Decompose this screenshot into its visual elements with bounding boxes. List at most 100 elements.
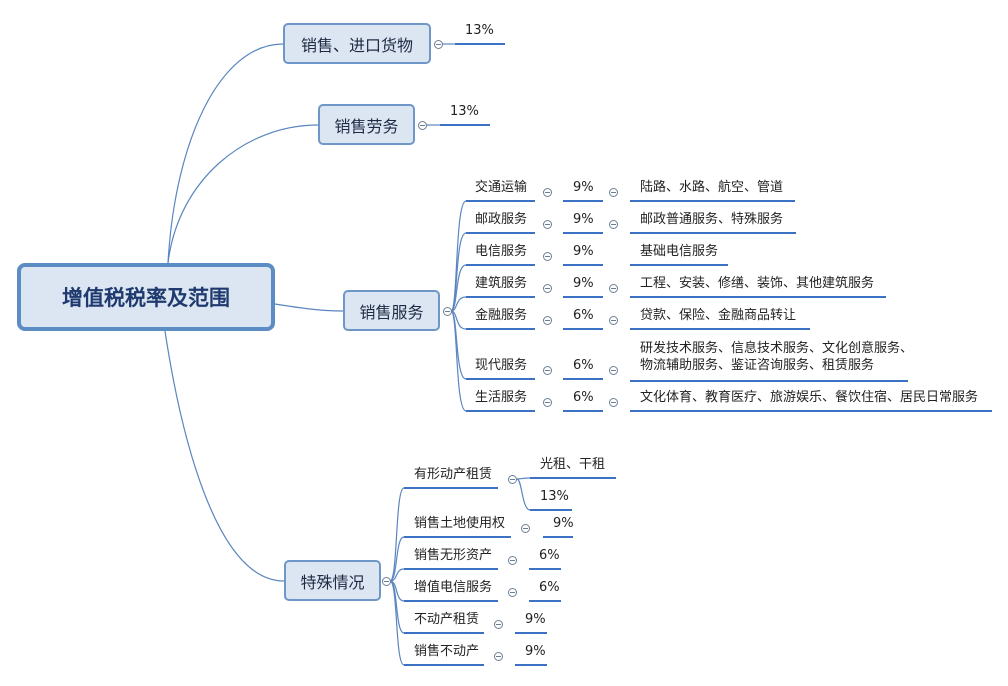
service-scope: 贷款、保险、金融商品转让 <box>640 308 797 323</box>
underline <box>466 410 535 412</box>
special-sub-item: 光租、干租 <box>540 457 606 472</box>
connector-line <box>389 536 405 582</box>
underline <box>466 200 535 202</box>
collapse-toggle-icon[interactable] <box>542 315 552 325</box>
underline <box>630 264 728 266</box>
connector-line <box>389 487 405 582</box>
root-node[interactable]: 增值税税率及范围 <box>17 263 275 331</box>
service-rate: 6% <box>573 390 594 405</box>
branch-service[interactable]: 销售服务 <box>343 290 440 331</box>
service-rate: 9% <box>573 276 594 291</box>
collapse-toggle-icon[interactable] <box>507 587 517 597</box>
service-scope: 基础电信服务 <box>640 244 719 259</box>
service-scope: 陆路、水路、航空、管道 <box>640 180 784 195</box>
connector-line <box>164 330 285 582</box>
underline <box>563 296 603 298</box>
collapse-toggle-icon[interactable] <box>442 306 452 316</box>
underline <box>404 536 511 538</box>
service-scope: 工程、安装、修缮、装饰、其他建筑服务 <box>640 276 875 291</box>
special-item-name: 不动产租赁 <box>414 612 480 627</box>
underline <box>530 477 616 479</box>
underline <box>404 600 498 602</box>
collapse-toggle-icon[interactable] <box>542 187 552 197</box>
underline <box>466 328 535 330</box>
special-item-name: 增值电信服务 <box>414 580 493 595</box>
underline <box>529 568 561 570</box>
collapse-toggle-icon[interactable] <box>608 187 618 197</box>
service-rate: 6% <box>573 308 594 323</box>
underline <box>404 487 498 489</box>
special-item-name: 销售土地使用权 <box>414 516 506 531</box>
special-item-rate: 9% <box>525 644 546 659</box>
underline <box>563 328 603 330</box>
service-scope: 研发技术服务、信息技术服务、文化创意服务、物流辅助服务、鉴证咨询服务、租赁服务 <box>640 341 914 373</box>
underline <box>466 296 535 298</box>
collapse-toggle-icon[interactable] <box>608 219 618 229</box>
collapse-toggle-icon[interactable] <box>507 474 517 484</box>
collapse-toggle-icon[interactable] <box>493 651 503 661</box>
underline <box>630 328 810 330</box>
underline <box>563 232 603 234</box>
collapse-toggle-icon[interactable] <box>520 523 530 533</box>
service-name: 建筑服务 <box>475 276 528 291</box>
collapse-toggle-icon[interactable] <box>507 555 517 565</box>
service-name: 交通运输 <box>475 180 528 195</box>
service-name: 邮政服务 <box>475 212 528 227</box>
special-sub-item: 13% <box>540 489 569 504</box>
collapse-toggle-icon[interactable] <box>542 283 552 293</box>
collapse-toggle-icon[interactable] <box>542 219 552 229</box>
special-item-name: 有形动产租赁 <box>414 467 493 482</box>
underline <box>466 232 535 234</box>
underline <box>530 509 572 511</box>
special-item-rate: 6% <box>539 580 560 595</box>
special-item-rate: 6% <box>539 548 560 563</box>
branch-special[interactable]: 特殊情况 <box>284 560 381 601</box>
connector-line <box>389 568 405 582</box>
underline <box>440 124 490 126</box>
special-item-rate: 9% <box>553 516 574 531</box>
service-name: 金融服务 <box>475 308 528 323</box>
collapse-toggle-icon[interactable] <box>542 251 552 261</box>
goods-rate: 13% <box>465 23 494 38</box>
service-rate: 9% <box>573 180 594 195</box>
underline <box>630 410 992 412</box>
service-name: 现代服务 <box>475 358 528 373</box>
collapse-toggle-icon[interactable] <box>608 283 618 293</box>
connector-line <box>450 232 467 312</box>
collapse-toggle-icon[interactable] <box>417 120 427 130</box>
underline <box>563 378 603 380</box>
connector-line <box>274 303 344 312</box>
collapse-toggle-icon[interactable] <box>493 619 503 629</box>
service-name: 生活服务 <box>475 390 528 405</box>
service-rate: 6% <box>573 358 594 373</box>
connector-line <box>167 43 284 264</box>
collapse-toggle-icon[interactable] <box>542 397 552 407</box>
service-name: 电信服务 <box>475 244 528 259</box>
connector-line <box>389 580 405 666</box>
underline <box>404 568 498 570</box>
underline <box>543 536 573 538</box>
labor-rate: 13% <box>450 104 479 119</box>
underline <box>515 664 547 666</box>
special-item-name: 销售不动产 <box>414 644 480 659</box>
underline <box>404 632 484 634</box>
service-rate: 9% <box>573 212 594 227</box>
underline <box>529 600 561 602</box>
underline <box>466 378 535 380</box>
collapse-toggle-icon[interactable] <box>433 39 443 49</box>
service-rate: 9% <box>573 244 594 259</box>
collapse-toggle-icon[interactable] <box>542 365 552 375</box>
collapse-toggle-icon[interactable] <box>608 365 618 375</box>
special-item-name: 销售无形资产 <box>414 548 493 563</box>
underline <box>563 264 603 266</box>
branch-labor[interactable]: 销售劳务 <box>318 104 415 145</box>
connector-line <box>450 264 467 312</box>
branch-goods[interactable]: 销售、进口货物 <box>283 23 431 64</box>
connector-line <box>516 477 531 480</box>
collapse-toggle-icon[interactable] <box>608 315 618 325</box>
connector-line <box>450 310 467 412</box>
collapse-toggle-icon[interactable] <box>608 397 618 407</box>
collapse-toggle-icon[interactable] <box>381 576 391 586</box>
